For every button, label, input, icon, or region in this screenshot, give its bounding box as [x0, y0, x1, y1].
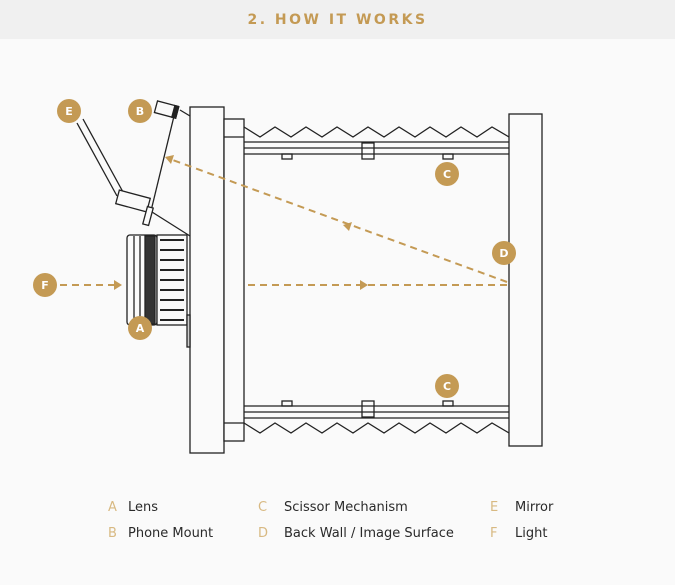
legend-label: Phone Mount [128, 526, 214, 541]
legend-letter: F [490, 526, 498, 541]
arrow-icon [114, 280, 122, 290]
svg-text:C: C [443, 380, 451, 393]
svg-text:F: F [41, 279, 49, 292]
badge-A: A [128, 316, 152, 340]
legend-label: Scissor Mechanism [284, 500, 408, 515]
svg-text:A: A [136, 322, 145, 335]
svg-text:B: B [136, 105, 144, 118]
badge-F: F [33, 273, 57, 297]
badge-C-top: C [435, 162, 459, 186]
legend-item: C Scissor Mechanism [258, 500, 408, 515]
legend-letter: D [258, 526, 269, 541]
front-frame [223, 118, 245, 442]
section-title: 2. HOW IT WORKS [247, 11, 428, 28]
legend-item: D Back Wall / Image Surface [258, 526, 454, 541]
bottom-bellows [243, 422, 510, 434]
badge-D: D [492, 241, 516, 265]
badge-E: E [57, 99, 81, 123]
svg-text:D: D [499, 247, 508, 260]
top-bellows [243, 126, 510, 138]
legend-label: Back Wall / Image Surface [284, 526, 454, 541]
legend-letter: C [258, 500, 268, 515]
back-wall [508, 113, 543, 447]
legend-item: B Phone Mount [108, 526, 213, 541]
legend-letter: E [490, 500, 499, 515]
arrow-icon [360, 280, 368, 290]
arrow-icon [165, 155, 174, 164]
arrow-icon [343, 222, 352, 231]
legend-label: Light [515, 526, 548, 541]
front-panel [189, 106, 225, 454]
legend-letter: A [108, 500, 117, 515]
badge-B: B [128, 99, 152, 123]
legend-item: E Mirror [490, 500, 553, 515]
svg-text:E: E [65, 105, 73, 118]
legend-label: Mirror [515, 500, 554, 515]
legend-item: A Lens [108, 500, 158, 515]
legend-letter: B [108, 526, 117, 541]
legend-item: F Light [490, 526, 547, 541]
legend-label: Lens [128, 500, 159, 515]
svg-text:C: C [443, 168, 451, 181]
badge-C-bottom: C [435, 374, 459, 398]
section-header: 2. HOW IT WORKS [0, 0, 675, 39]
